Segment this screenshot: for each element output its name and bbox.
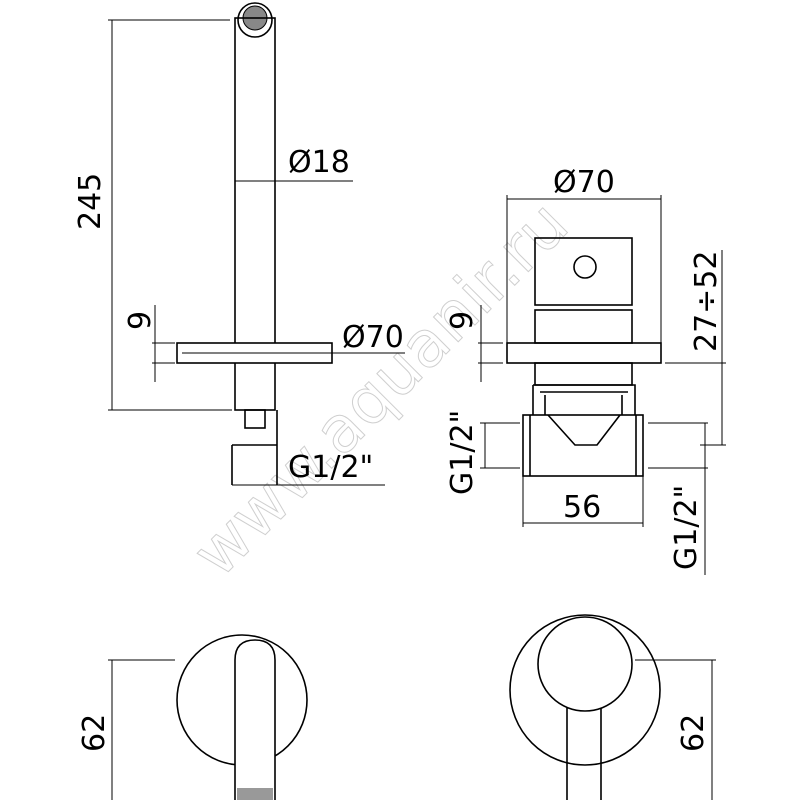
depth-range-label: 27÷52 xyxy=(689,251,724,352)
valve-body-lower xyxy=(534,362,633,386)
pipe-diameter-label: Ø18 xyxy=(288,145,350,180)
valve-flange-diameter-dimension xyxy=(506,195,662,343)
mixer-handle-base xyxy=(537,616,633,712)
thread-outline xyxy=(231,410,278,485)
flange-diameter-label: Ø70 xyxy=(342,320,404,355)
connector xyxy=(244,409,266,429)
mixer-front-view: 62 xyxy=(509,614,716,800)
aerator-icon xyxy=(237,2,273,38)
inlet-right-dimension xyxy=(648,422,708,575)
valve-flange-thickness-label: 9 xyxy=(445,311,480,330)
height-label: 245 xyxy=(73,173,108,230)
valve-flange-thickness-dimension xyxy=(478,305,503,382)
flange-thickness-dimension xyxy=(152,305,175,382)
valve-side-view: Ø70 9 27÷52 G1/2" 56 G1/2" xyxy=(445,165,726,575)
valve-cartridge xyxy=(532,384,636,446)
body-width-label: 56 xyxy=(563,490,601,525)
connection-label: G1/2" xyxy=(288,450,373,485)
depth-range-dimension xyxy=(665,250,726,446)
inlet-left-dimension xyxy=(480,422,520,469)
spout-side-view: 245 Ø18 9 Ø70 G1/2" xyxy=(73,2,405,486)
handle xyxy=(534,237,633,306)
spout-height-label: 62 xyxy=(77,714,112,752)
valve-body-upper xyxy=(534,309,633,344)
mixer-height-dimension xyxy=(635,659,716,800)
mixer-lever xyxy=(566,708,602,800)
valve-flange-diameter-label: Ø70 xyxy=(553,165,615,200)
spout-front-view: 62 xyxy=(77,634,308,800)
height-dimension xyxy=(108,19,232,411)
watermark: www.aquanir.ru xyxy=(179,187,583,591)
spout-outlet xyxy=(237,788,273,800)
tee-thread-lines xyxy=(529,415,637,476)
body-width-dimension xyxy=(522,476,644,527)
valve-tee-body xyxy=(522,414,644,477)
valve-flange xyxy=(506,342,662,364)
spout-front xyxy=(234,639,276,800)
handle-hole xyxy=(573,255,597,279)
inlet-right-label: G1/2" xyxy=(669,485,704,570)
mixer-height-label: 62 xyxy=(676,714,711,752)
mixer-rosette xyxy=(509,614,661,766)
flange-thickness-label: 9 xyxy=(123,311,158,330)
spout-height-dimension xyxy=(108,659,175,800)
inlet-left-label: G1/2" xyxy=(445,410,480,495)
